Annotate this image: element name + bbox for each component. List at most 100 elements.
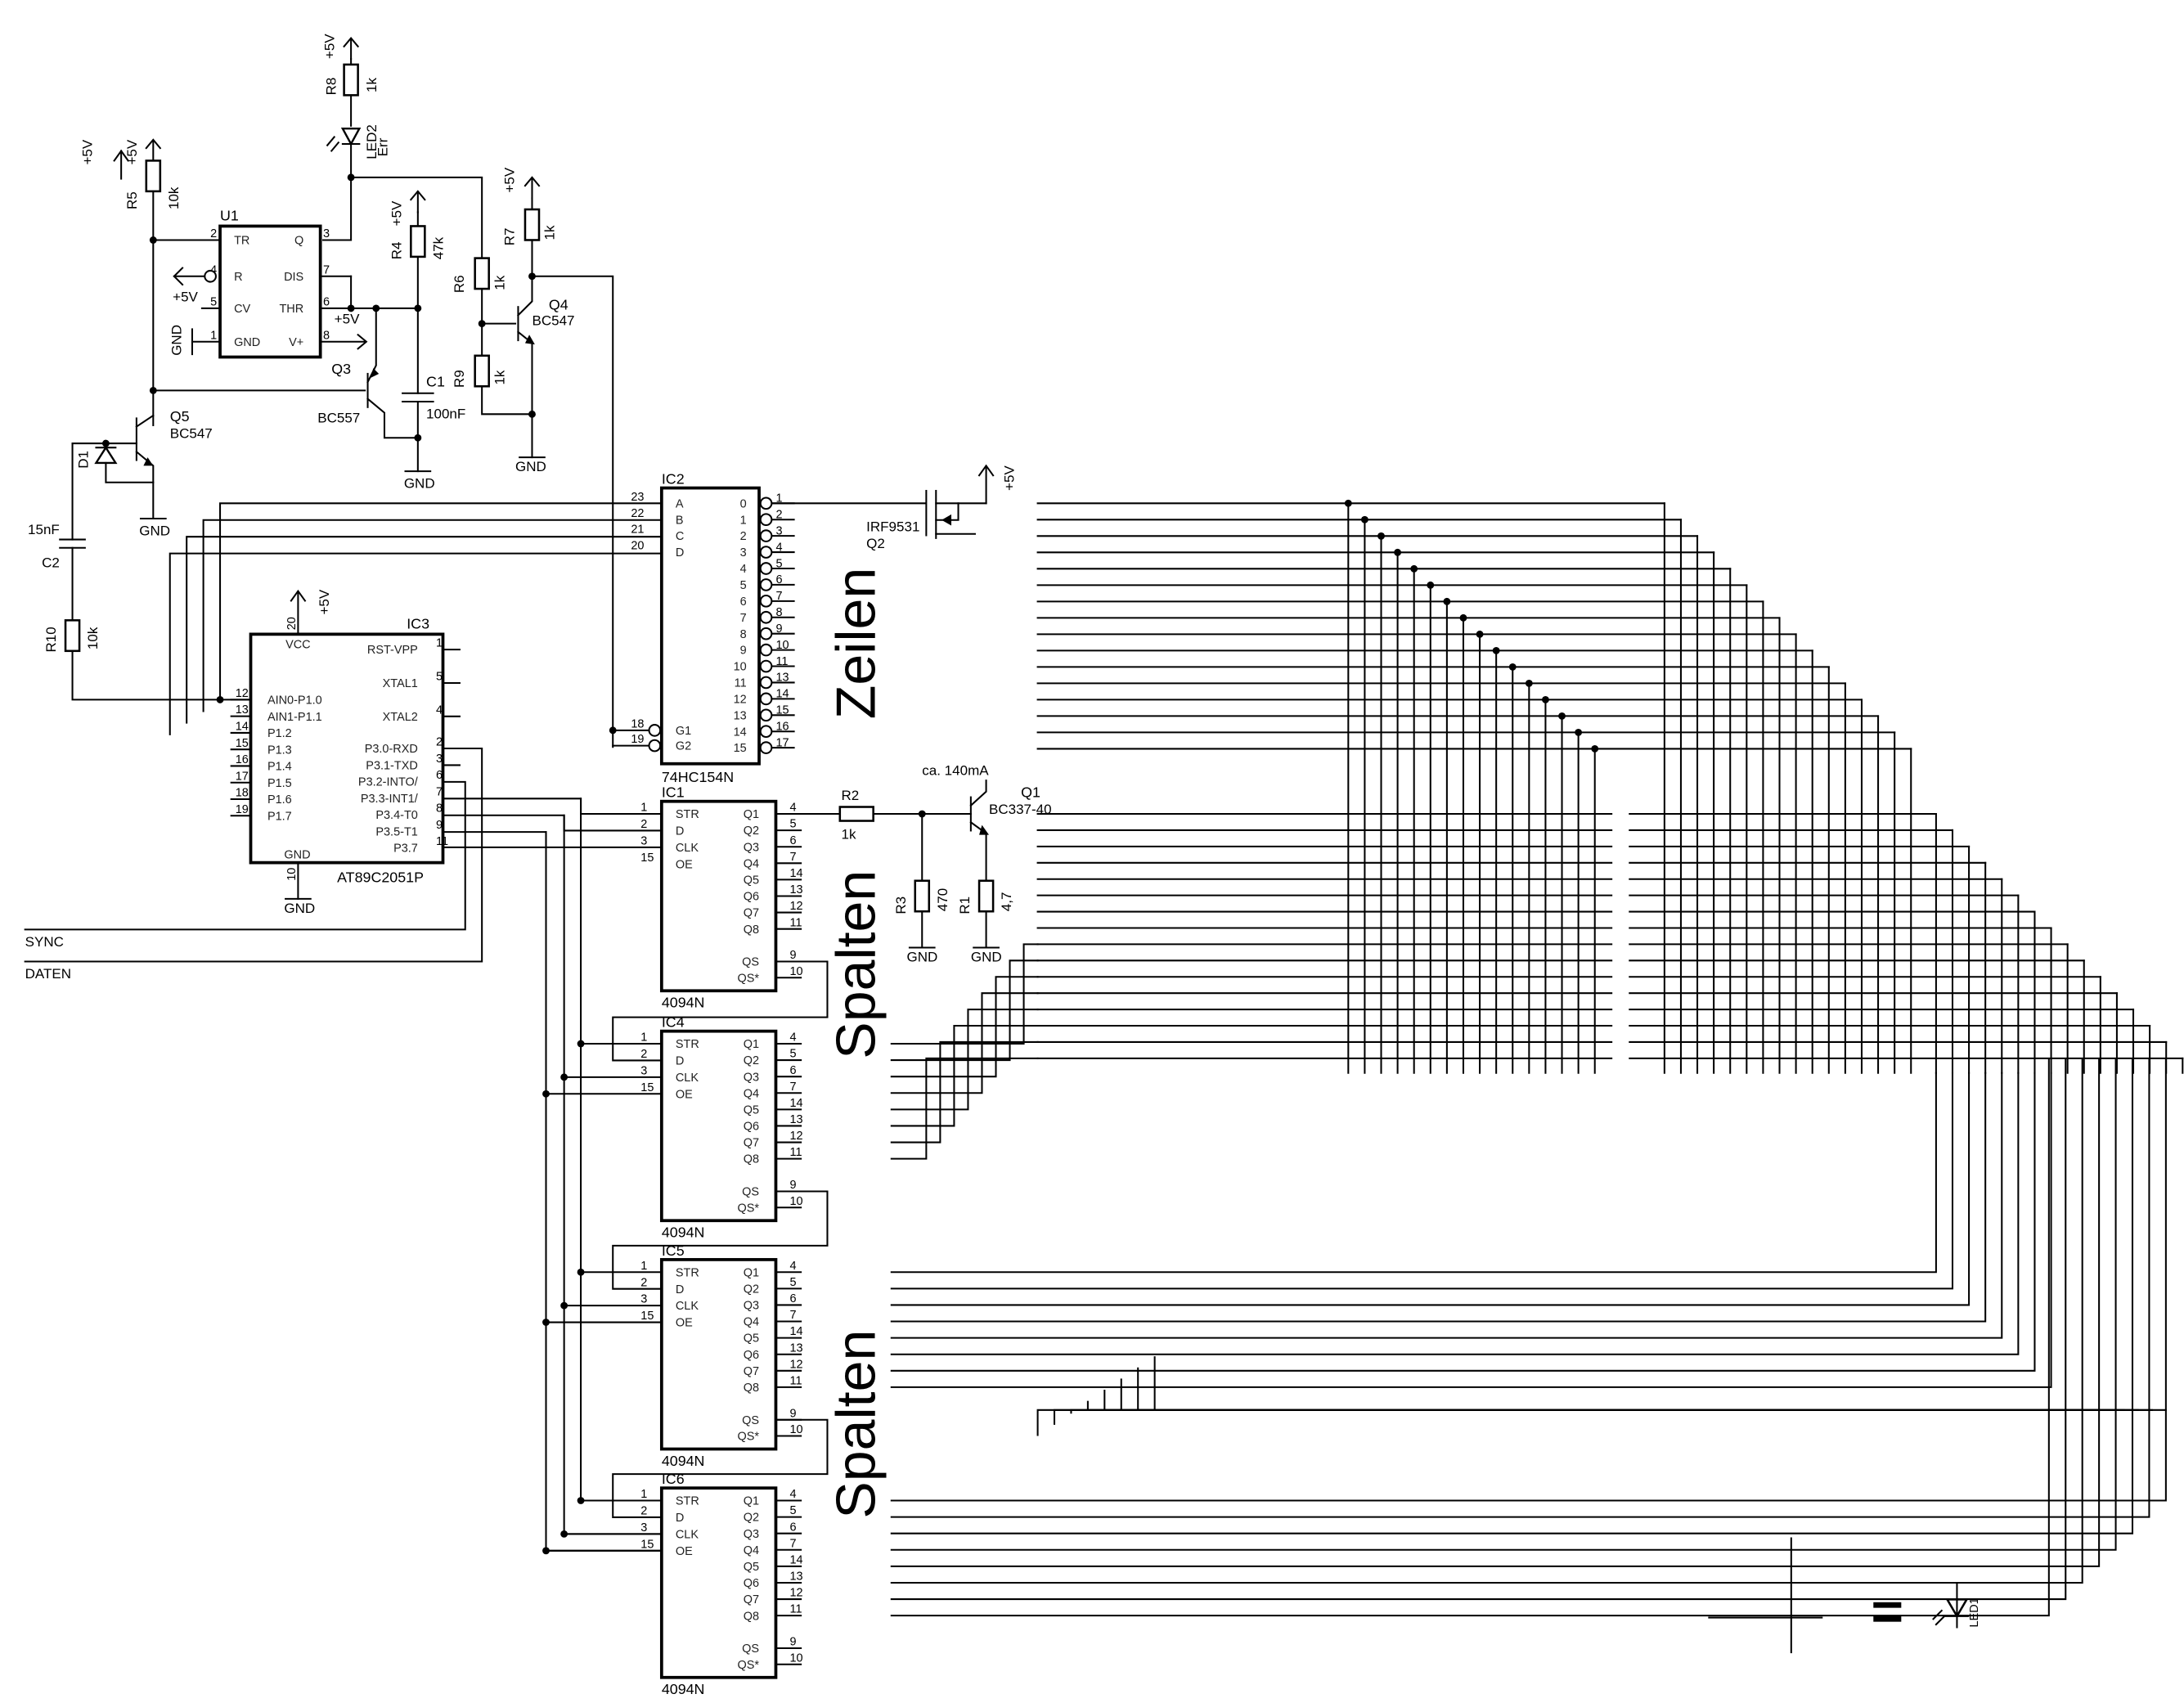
ic3-pin-num: 1 <box>436 637 443 650</box>
q1-emitter-arrow-icon <box>979 825 989 835</box>
equals-sign-top <box>1873 1602 1902 1608</box>
ic2-output-name: 10 <box>734 661 747 674</box>
wire <box>350 176 483 259</box>
ic2-output-name: 12 <box>734 693 747 706</box>
wire <box>442 798 663 816</box>
sr-column-line <box>890 959 1039 1062</box>
ic2-pin-num: 18 <box>631 717 644 730</box>
sr-column-line <box>890 1072 2036 1372</box>
sr-pin-name: QS <box>742 1414 759 1427</box>
sr-pin-name: D <box>676 1283 684 1296</box>
sr-return-line <box>1120 1378 2139 1411</box>
sr-pin-num: 12 <box>789 900 802 913</box>
ic3-pin-num: 7 <box>436 785 443 798</box>
ic3-pin-num: 11 <box>436 835 448 848</box>
ic2-output-name: 7 <box>740 612 747 625</box>
sr-pin-name: Q2 <box>744 1054 759 1067</box>
sr-pin-num: 12 <box>789 1130 802 1143</box>
sr-pin-num: 11 <box>789 1603 802 1616</box>
sr-column-line <box>890 1058 2050 1617</box>
sr-pin-name: QS <box>742 956 759 969</box>
q4-emitter-arrow-icon <box>524 335 535 345</box>
sr-pin-name: Q1 <box>744 808 759 821</box>
legend: LED1 <box>1708 1537 1981 1654</box>
u1-pin-num: 7 <box>323 263 330 276</box>
sr-pin-name: Q1 <box>744 1266 759 1279</box>
output-bubble-icon <box>759 708 773 722</box>
led2-value: Err <box>375 137 390 156</box>
c1-ref: C1 <box>426 373 445 389</box>
wire <box>481 385 533 416</box>
shift-register-chip <box>659 1029 778 1223</box>
output-bubble-icon <box>759 643 773 657</box>
sr-return-line <box>1103 1389 2125 1411</box>
ic3-pin-num: 6 <box>436 769 443 782</box>
q1-ref: Q1 <box>1021 784 1040 801</box>
gnd-label: GND <box>139 523 170 538</box>
sr-pin-name: Q2 <box>744 1283 759 1296</box>
r2-ref: R2 <box>841 788 859 803</box>
sr-pin-num: 11 <box>789 1374 802 1387</box>
sr-pin-num: 9 <box>789 1179 796 1192</box>
ic2-output-name: 3 <box>740 546 747 559</box>
sr-pin-name: QS* <box>737 1202 759 1215</box>
ic2-output-num: 15 <box>775 704 789 717</box>
led-icon <box>1932 1583 1970 1629</box>
sr-pin-num: 7 <box>789 851 796 864</box>
sr-pin-num: 6 <box>789 834 796 847</box>
sr-pin-num: 14 <box>789 1097 802 1110</box>
output-bubble-icon <box>759 578 773 591</box>
ic3-vcc-name: VCC <box>285 638 311 651</box>
vcc-r5 <box>145 138 162 150</box>
junction-dot <box>347 304 355 312</box>
current-note: ca. 140mA <box>922 762 989 778</box>
address-line <box>202 519 663 712</box>
ic2-pin-num: 23 <box>631 491 644 504</box>
sr-pin-num: 4 <box>789 1488 796 1501</box>
ic3-pin-num: 20 <box>285 617 299 630</box>
sr-pin-name: Q3 <box>744 1528 759 1541</box>
sr-pin-num: 15 <box>640 1081 654 1094</box>
shift-register-chip <box>659 799 778 993</box>
q5-ref: Q5 <box>170 408 190 425</box>
ic3-pin-num: 18 <box>236 787 249 800</box>
sr-pin-num: 6 <box>789 1521 796 1534</box>
serial-chain-line <box>612 1418 829 1518</box>
ic2-pin-name: D <box>676 546 684 559</box>
address-line <box>219 502 663 701</box>
address-line <box>186 536 663 724</box>
sr-pin-name: OE <box>676 1545 693 1558</box>
ic3-pin-num: 9 <box>436 819 443 832</box>
u1-pin-name: V+ <box>289 336 303 349</box>
r10-resistor <box>64 619 81 653</box>
ic2-output-num: 17 <box>775 736 789 749</box>
sr-column-line <box>890 1072 1954 1290</box>
u1-ref: U1 <box>220 208 239 224</box>
gnd-label: GND <box>515 459 546 474</box>
ic2-output-name: 14 <box>734 726 747 739</box>
ic3-pin-num: 10 <box>285 868 299 881</box>
u1-pin-num: 4 <box>210 263 217 276</box>
sr-pin-num: 7 <box>789 1081 796 1094</box>
q2-arrow-icon <box>941 514 952 526</box>
sr-column-line <box>890 1072 1987 1323</box>
ic2-output-num: 7 <box>775 590 782 603</box>
sr-pin-name: Q2 <box>744 1512 759 1525</box>
ic2-output-num: 10 <box>775 639 789 652</box>
sr-pin-num: 14 <box>789 1325 802 1338</box>
r3-value: 470 <box>935 888 950 911</box>
reset-bubble-icon <box>204 269 217 283</box>
ic2-output-name: 5 <box>740 579 747 592</box>
sr-column-line <box>890 1058 2101 1567</box>
sr-pin-num: 2 <box>640 818 647 831</box>
r2-value: 1k <box>841 827 856 843</box>
sr-column-line <box>890 1058 2150 1518</box>
sr-pin-name: Q8 <box>744 1610 759 1623</box>
sr-pin-name: D <box>676 825 684 838</box>
u1-pin-num: 1 <box>210 329 217 342</box>
ic3-ref: IC3 <box>407 616 429 632</box>
vcc-label: +5V <box>1002 465 1018 491</box>
sr-column-line <box>890 976 1039 1078</box>
output-bubble-icon <box>759 562 773 575</box>
sr-pin-name: Q7 <box>744 1593 759 1606</box>
